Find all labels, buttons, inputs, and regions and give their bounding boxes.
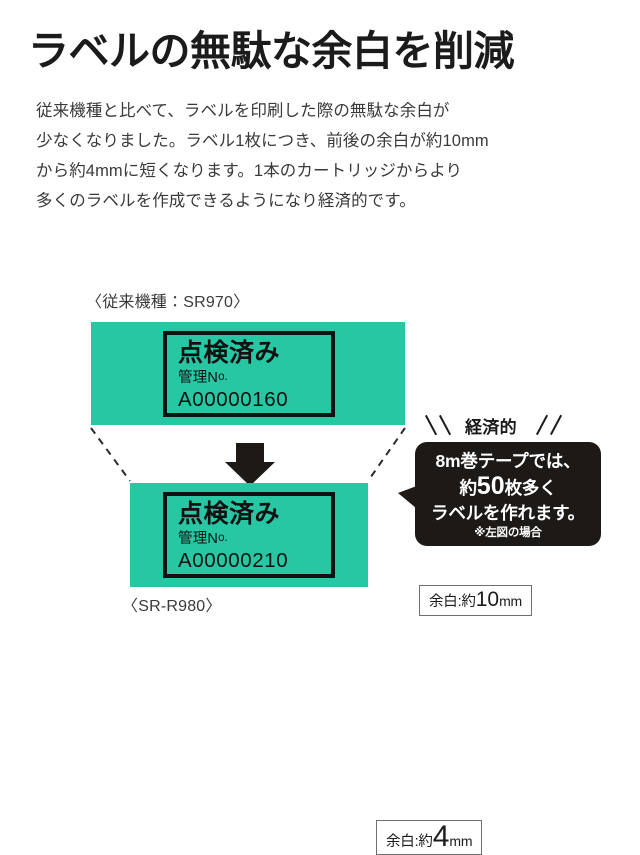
guide-line-left xyxy=(90,427,131,482)
new-label-subtitle-sup: o. xyxy=(218,532,228,544)
old-label-printbox: 点検済み 管理No. A00000160 xyxy=(163,331,335,417)
new-margin-value: 4 xyxy=(432,820,450,853)
new-tape-strip xyxy=(130,483,368,587)
slash-decoration-icon xyxy=(549,414,563,436)
body-line: 少なくなりました。ラベル1枚につき、前後の余白が約10mm xyxy=(36,132,489,150)
page-title: ラベルの無駄な余白を削減 xyxy=(28,28,515,74)
down-arrow-icon xyxy=(225,443,275,486)
old-label-title: 点検済み xyxy=(178,339,281,367)
slash-decoration-icon xyxy=(535,414,549,436)
callout-quantity: 50 xyxy=(476,472,505,500)
body-line: 多くのラベルを作成できるようになり経済的です。 xyxy=(36,192,416,210)
new-label-printbox: 点検済み 管理No. A00000210 xyxy=(163,492,335,578)
body-line: から約4mmに短くなります。1本のカートリッジからより xyxy=(36,162,463,180)
poster-canvas: ラベルの無駄な余白を削減 従来機種と比べて、ラベルを印刷した際の無駄な余白が 少… xyxy=(0,28,640,855)
callout-line-1: 8m巻テープでは、 xyxy=(435,451,581,471)
economy-banner-label: 経済的 xyxy=(465,418,517,437)
slash-decoration-icon xyxy=(438,414,452,436)
new-label-subtitle-main: 管理N xyxy=(178,531,219,547)
slash-decoration-icon xyxy=(424,414,438,436)
guide-line-right xyxy=(367,427,406,482)
old-model-caption: 〈従来機種：SR970〉 xyxy=(86,294,250,311)
old-label-code: A00000160 xyxy=(178,388,289,411)
old-label-subtitle-sup: o. xyxy=(218,371,228,383)
new-model-caption: 〈SR-R980〉 xyxy=(122,598,222,615)
old-margin-value: 10 xyxy=(475,588,500,611)
new-margin-unit: mm xyxy=(449,833,473,849)
callout-line-3: ラベルを作れます。 xyxy=(431,503,585,523)
old-margin-unit: mm xyxy=(499,593,523,609)
old-tape-strip xyxy=(91,322,405,425)
new-margin-lead: 余白:約 xyxy=(386,834,433,850)
callout-line-2: 約50枚多く xyxy=(415,474,601,501)
old-label-subtitle-main: 管理N xyxy=(178,370,219,386)
economy-banner: 経済的 xyxy=(424,410,574,440)
old-label-subtitle: 管理No. xyxy=(178,368,321,388)
new-label-subtitle: 管理No. xyxy=(178,529,321,549)
body-line: 従来機種と比べて、ラベルを印刷した際の無駄な余白が xyxy=(36,102,450,120)
old-margin-lead: 余白:約 xyxy=(429,594,476,610)
comparison-diagram: 〈従来機種：SR970〉 点検済み 管理No. A00000160 点検済み 管… xyxy=(0,262,640,855)
callout-line-2-pre: 約 xyxy=(459,478,477,498)
callout-bubble: 8m巻テープでは、 約50枚多く ラベルを作れます。 ※左図の場合 xyxy=(415,442,601,546)
new-label-title: 点検済み xyxy=(178,500,281,528)
body-paragraph: 従来機種と比べて、ラベルを印刷した際の無駄な余白が 少なくなりました。ラベル1枚… xyxy=(36,96,612,216)
new-label-code: A00000210 xyxy=(178,549,289,572)
callout-footnote: ※左図の場合 xyxy=(474,527,542,539)
callout-line-2-post: 枚多く xyxy=(504,478,557,498)
